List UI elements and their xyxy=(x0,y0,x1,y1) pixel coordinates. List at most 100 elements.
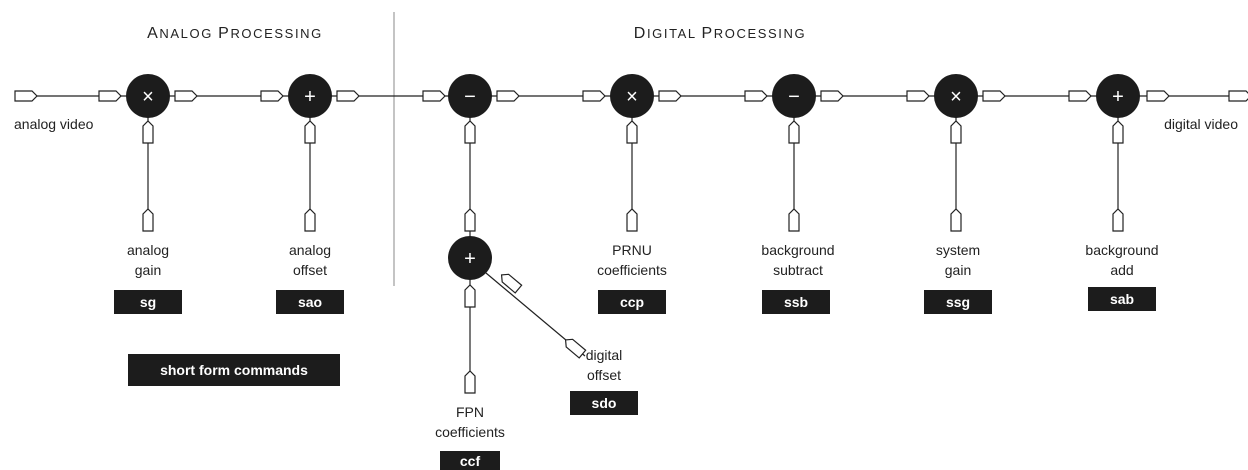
input-label: analog video xyxy=(14,116,94,132)
param-label-line1: analog xyxy=(289,242,331,258)
plus-symbol: + xyxy=(464,248,476,270)
plus-symbol: + xyxy=(304,86,316,108)
digital-offset-ports xyxy=(500,273,587,359)
param-label-line1: background xyxy=(761,242,834,258)
command-badge-text: sab xyxy=(1110,291,1134,307)
signal-port xyxy=(98,90,122,102)
analog-offset-op: + xyxy=(288,74,332,118)
signal-port xyxy=(14,90,38,102)
signal-ports xyxy=(14,90,1248,102)
param-label-line2: offset xyxy=(293,262,327,278)
command-badge-text: sdo xyxy=(592,395,617,411)
parameter-port-bottom xyxy=(304,208,316,232)
parameter-ports xyxy=(142,120,1124,394)
signal-port xyxy=(336,90,360,102)
command-badge xyxy=(276,290,344,314)
operator-nodes: × + − × − × + + xyxy=(126,74,1140,280)
fpn-subtract-op: − xyxy=(448,74,492,118)
parameter-port-bottom xyxy=(1112,208,1124,232)
system-gain-op: × xyxy=(934,74,978,118)
param-label-line2: add xyxy=(1110,262,1133,278)
digital-section-title: DIGITAL PROCESSING xyxy=(634,25,806,42)
param-label-line2: coefficients xyxy=(597,262,667,278)
minus-symbol: − xyxy=(788,86,800,108)
signal-port xyxy=(744,90,768,102)
param-label-line1: background xyxy=(1085,242,1158,258)
signal-port xyxy=(1146,90,1170,102)
background-subtract-param: background subtract ssb xyxy=(761,242,835,314)
parameter-port-top xyxy=(304,120,316,144)
command-badge xyxy=(598,290,666,314)
param-label-line1: system xyxy=(936,242,980,258)
multiply-symbol: × xyxy=(950,86,962,108)
analog-gain-param: analog gain sg xyxy=(114,242,182,314)
command-badge xyxy=(1088,287,1156,311)
analog-gain-op: × xyxy=(126,74,170,118)
prnu-multiply-op: × xyxy=(610,74,654,118)
system-gain-param: system gain ssg xyxy=(924,242,992,314)
command-badge-text: ssg xyxy=(946,294,970,310)
parameter-port-bottom xyxy=(788,208,800,232)
param-label-line2: offset xyxy=(587,367,621,383)
minus-symbol: − xyxy=(464,86,476,108)
command-badge-text: ssb xyxy=(784,294,808,310)
parameter-port-top xyxy=(1112,120,1124,144)
command-badge xyxy=(762,290,830,314)
parameter-port-bottom xyxy=(464,370,476,394)
command-badge-text: ccf xyxy=(460,453,481,469)
param-label-line1: digital xyxy=(586,347,623,363)
command-badge xyxy=(924,290,992,314)
fpn-offset-sum-op: + xyxy=(448,236,492,280)
analog-offset-param: analog offset sao xyxy=(276,242,344,314)
output-label: digital video xyxy=(1164,116,1238,132)
background-add-op: + xyxy=(1096,74,1140,118)
parameter-port-top xyxy=(626,120,638,144)
signal-port xyxy=(260,90,284,102)
digital-offset-port-bottom xyxy=(564,338,587,359)
signal-port xyxy=(982,90,1006,102)
parameter-port-top xyxy=(142,120,154,144)
analog-section-title: ANALOG PROCESSING xyxy=(147,25,323,42)
signal-port xyxy=(422,90,446,102)
command-badge xyxy=(570,391,638,415)
param-label-line2: coefficients xyxy=(435,424,505,440)
parameter-port-top xyxy=(788,120,800,144)
background-add-param: background add sab xyxy=(1085,242,1159,311)
legend-label: short form commands xyxy=(160,362,308,378)
command-badge-text: sao xyxy=(298,294,322,310)
signal-port xyxy=(496,90,520,102)
plus-symbol: + xyxy=(1112,86,1124,108)
legend-badge xyxy=(128,354,340,386)
multiply-symbol: × xyxy=(626,86,638,108)
digital-offset-param: digital offset sdo xyxy=(570,347,638,415)
parameter-port-top xyxy=(464,120,476,144)
parameter-port-top xyxy=(950,120,962,144)
prnu-coefficients-param: PRNU coefficients ccp xyxy=(597,242,667,314)
signal-port xyxy=(906,90,930,102)
signal-port xyxy=(174,90,198,102)
signal-port xyxy=(820,90,844,102)
param-label-line1: PRNU xyxy=(612,242,652,258)
param-label-line2: gain xyxy=(945,262,971,278)
background-subtract-op: − xyxy=(772,74,816,118)
signal-port xyxy=(1068,90,1092,102)
multiply-symbol: × xyxy=(142,86,154,108)
signal-port xyxy=(658,90,682,102)
command-badge xyxy=(114,290,182,314)
param-label-line2: gain xyxy=(135,262,161,278)
parameter-port-bottom xyxy=(626,208,638,232)
param-label-line1: analog xyxy=(127,242,169,258)
parameter-port-bottom xyxy=(950,208,962,232)
command-badge xyxy=(440,451,500,470)
command-badge-text: ccp xyxy=(620,294,644,310)
fpn-coefficients-param: FPN coefficients ccf xyxy=(435,404,505,470)
parameter-port-bottom xyxy=(464,208,476,232)
parameter-port-top xyxy=(464,284,476,308)
param-label-line1: FPN xyxy=(456,404,484,420)
param-label-line2: subtract xyxy=(773,262,823,278)
command-badge-text: sg xyxy=(140,294,156,310)
legend: short form commands xyxy=(128,354,340,386)
parameter-port-bottom xyxy=(142,208,154,232)
signal-port xyxy=(1228,90,1248,102)
